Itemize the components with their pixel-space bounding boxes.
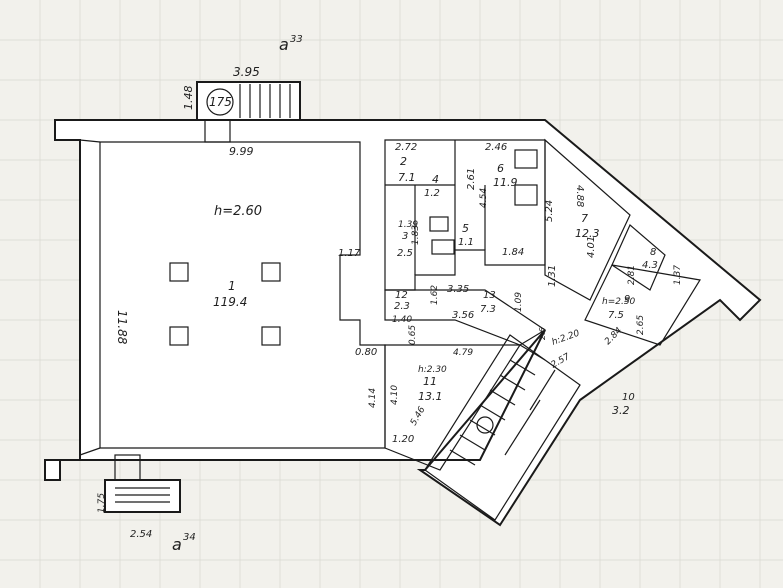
room11-dim-a: 4.79 bbox=[453, 348, 473, 358]
room10-area: 3.2 bbox=[612, 404, 630, 417]
column bbox=[261, 262, 281, 282]
column bbox=[261, 326, 281, 346]
room11-height: h:2.30 bbox=[418, 365, 447, 375]
room7-dim-a: 4.88 bbox=[574, 185, 585, 207]
dim-1-20: 1.20 bbox=[392, 434, 414, 445]
column bbox=[169, 326, 189, 346]
room5-dim: 1.84 bbox=[502, 247, 524, 258]
room11-area: 13.1 bbox=[418, 390, 443, 403]
top-stair-width: 3.95 bbox=[233, 65, 260, 79]
room6-dim-side: 4.54 bbox=[479, 188, 489, 208]
room13-number: 13 bbox=[483, 290, 496, 301]
room11-number: 11 bbox=[423, 375, 437, 388]
room2-area: 7.1 bbox=[398, 171, 416, 184]
address-bottom-number: 34 bbox=[183, 532, 196, 543]
stove-icon bbox=[514, 149, 538, 169]
address-bottom: a bbox=[172, 535, 182, 554]
stair-arrow-circle bbox=[476, 416, 494, 434]
room8-number: 8 bbox=[650, 247, 656, 258]
bottom-stair-width: 2.54 bbox=[130, 529, 152, 540]
room13-dim-b: 3.56 bbox=[452, 310, 474, 321]
room3-number: 3 bbox=[402, 231, 408, 242]
address-top: a bbox=[279, 35, 289, 54]
stair-badge: 175 bbox=[209, 95, 232, 109]
room9-number: 9 bbox=[624, 294, 630, 305]
dim-2-6: 2.6 bbox=[538, 327, 547, 340]
room4-area: 1.2 bbox=[424, 188, 440, 199]
room1-number: 1 bbox=[228, 279, 236, 293]
room13-area: 7.3 bbox=[480, 304, 496, 315]
room3-dim-b: 1.83 bbox=[411, 225, 421, 245]
room10-number: 10 bbox=[622, 392, 635, 403]
staircase-outline bbox=[424, 334, 581, 521]
bottom-stair-steps bbox=[115, 487, 170, 503]
room1-height: h=2.60 bbox=[214, 204, 262, 219]
room13-dim-c: 1.09 bbox=[514, 292, 524, 312]
room4-number: 4 bbox=[432, 173, 439, 186]
wall-thickness-lines bbox=[79, 139, 101, 456]
room9-dim-a: 1.37 bbox=[673, 265, 683, 285]
address-top-number: 33 bbox=[290, 34, 303, 45]
stair-badge-circle bbox=[206, 88, 234, 116]
room12-area: 2.3 bbox=[394, 301, 410, 312]
room3-area: 2.5 bbox=[397, 248, 413, 259]
room4-dim: 2.61 bbox=[466, 168, 477, 190]
bottom-entrance-stair bbox=[104, 479, 181, 513]
room9-dim-c: 2.65 bbox=[636, 315, 646, 335]
toilet-icon bbox=[429, 216, 449, 232]
room-11-outline bbox=[384, 344, 522, 471]
room12-number: 12 bbox=[395, 290, 408, 301]
room8-dim: 2.81 bbox=[627, 265, 637, 285]
sink-icon bbox=[514, 184, 538, 206]
room9-height: h=2.50 bbox=[602, 297, 636, 307]
column bbox=[169, 262, 189, 282]
room1-length: 11.88 bbox=[115, 310, 129, 345]
room11-dim-b: 4.10 bbox=[390, 385, 400, 405]
room8-area: 4.3 bbox=[642, 260, 658, 271]
room-7-outline bbox=[544, 138, 631, 301]
dim-1-17: 1.17 bbox=[338, 248, 361, 259]
room-1-outline bbox=[99, 141, 386, 449]
room7-number: 7 bbox=[581, 212, 588, 225]
room7-area: 12.3 bbox=[575, 227, 600, 240]
room5-area: 1.1 bbox=[458, 237, 474, 248]
bottom-doorway bbox=[114, 454, 141, 481]
room9-area: 7.5 bbox=[608, 310, 624, 321]
room13-dim-a: 3.35 bbox=[447, 284, 469, 295]
dim-0-65: 0.65 bbox=[408, 325, 418, 345]
room6-number: 6 bbox=[497, 162, 504, 175]
room2-dim-top: 2.72 bbox=[395, 142, 417, 153]
dim-4-14: 4.14 bbox=[368, 388, 378, 408]
room-8-outline bbox=[611, 224, 666, 291]
room5-number: 5 bbox=[462, 222, 469, 235]
top-stair-steps bbox=[239, 84, 291, 118]
stair-steps bbox=[449, 344, 556, 466]
room2-number: 2 bbox=[400, 155, 407, 168]
room7-dim-b: 5.24 bbox=[544, 200, 555, 222]
dim-0-80: 0.80 bbox=[355, 347, 377, 358]
room7-dim-d: 1.31 bbox=[547, 265, 558, 287]
room-9-outline bbox=[584, 264, 701, 346]
top-doorway bbox=[204, 119, 231, 143]
dim-1-62: 1.62 bbox=[430, 285, 440, 305]
top-stair-depth: 1.48 bbox=[182, 86, 195, 111]
room1-width: 9.99 bbox=[229, 145, 254, 158]
washbasin-icon bbox=[431, 239, 455, 255]
room7-dim-c: 4.01 bbox=[586, 236, 597, 258]
room6-area: 11.9 bbox=[493, 176, 518, 189]
room6-dim-top: 2.46 bbox=[485, 142, 507, 153]
room3-dim-a: 1.39 bbox=[398, 220, 418, 230]
room12-dim: 1.40 bbox=[392, 315, 412, 325]
room1-area: 119.4 bbox=[213, 295, 247, 309]
bottom-stair-depth: 1.75 bbox=[97, 493, 107, 513]
